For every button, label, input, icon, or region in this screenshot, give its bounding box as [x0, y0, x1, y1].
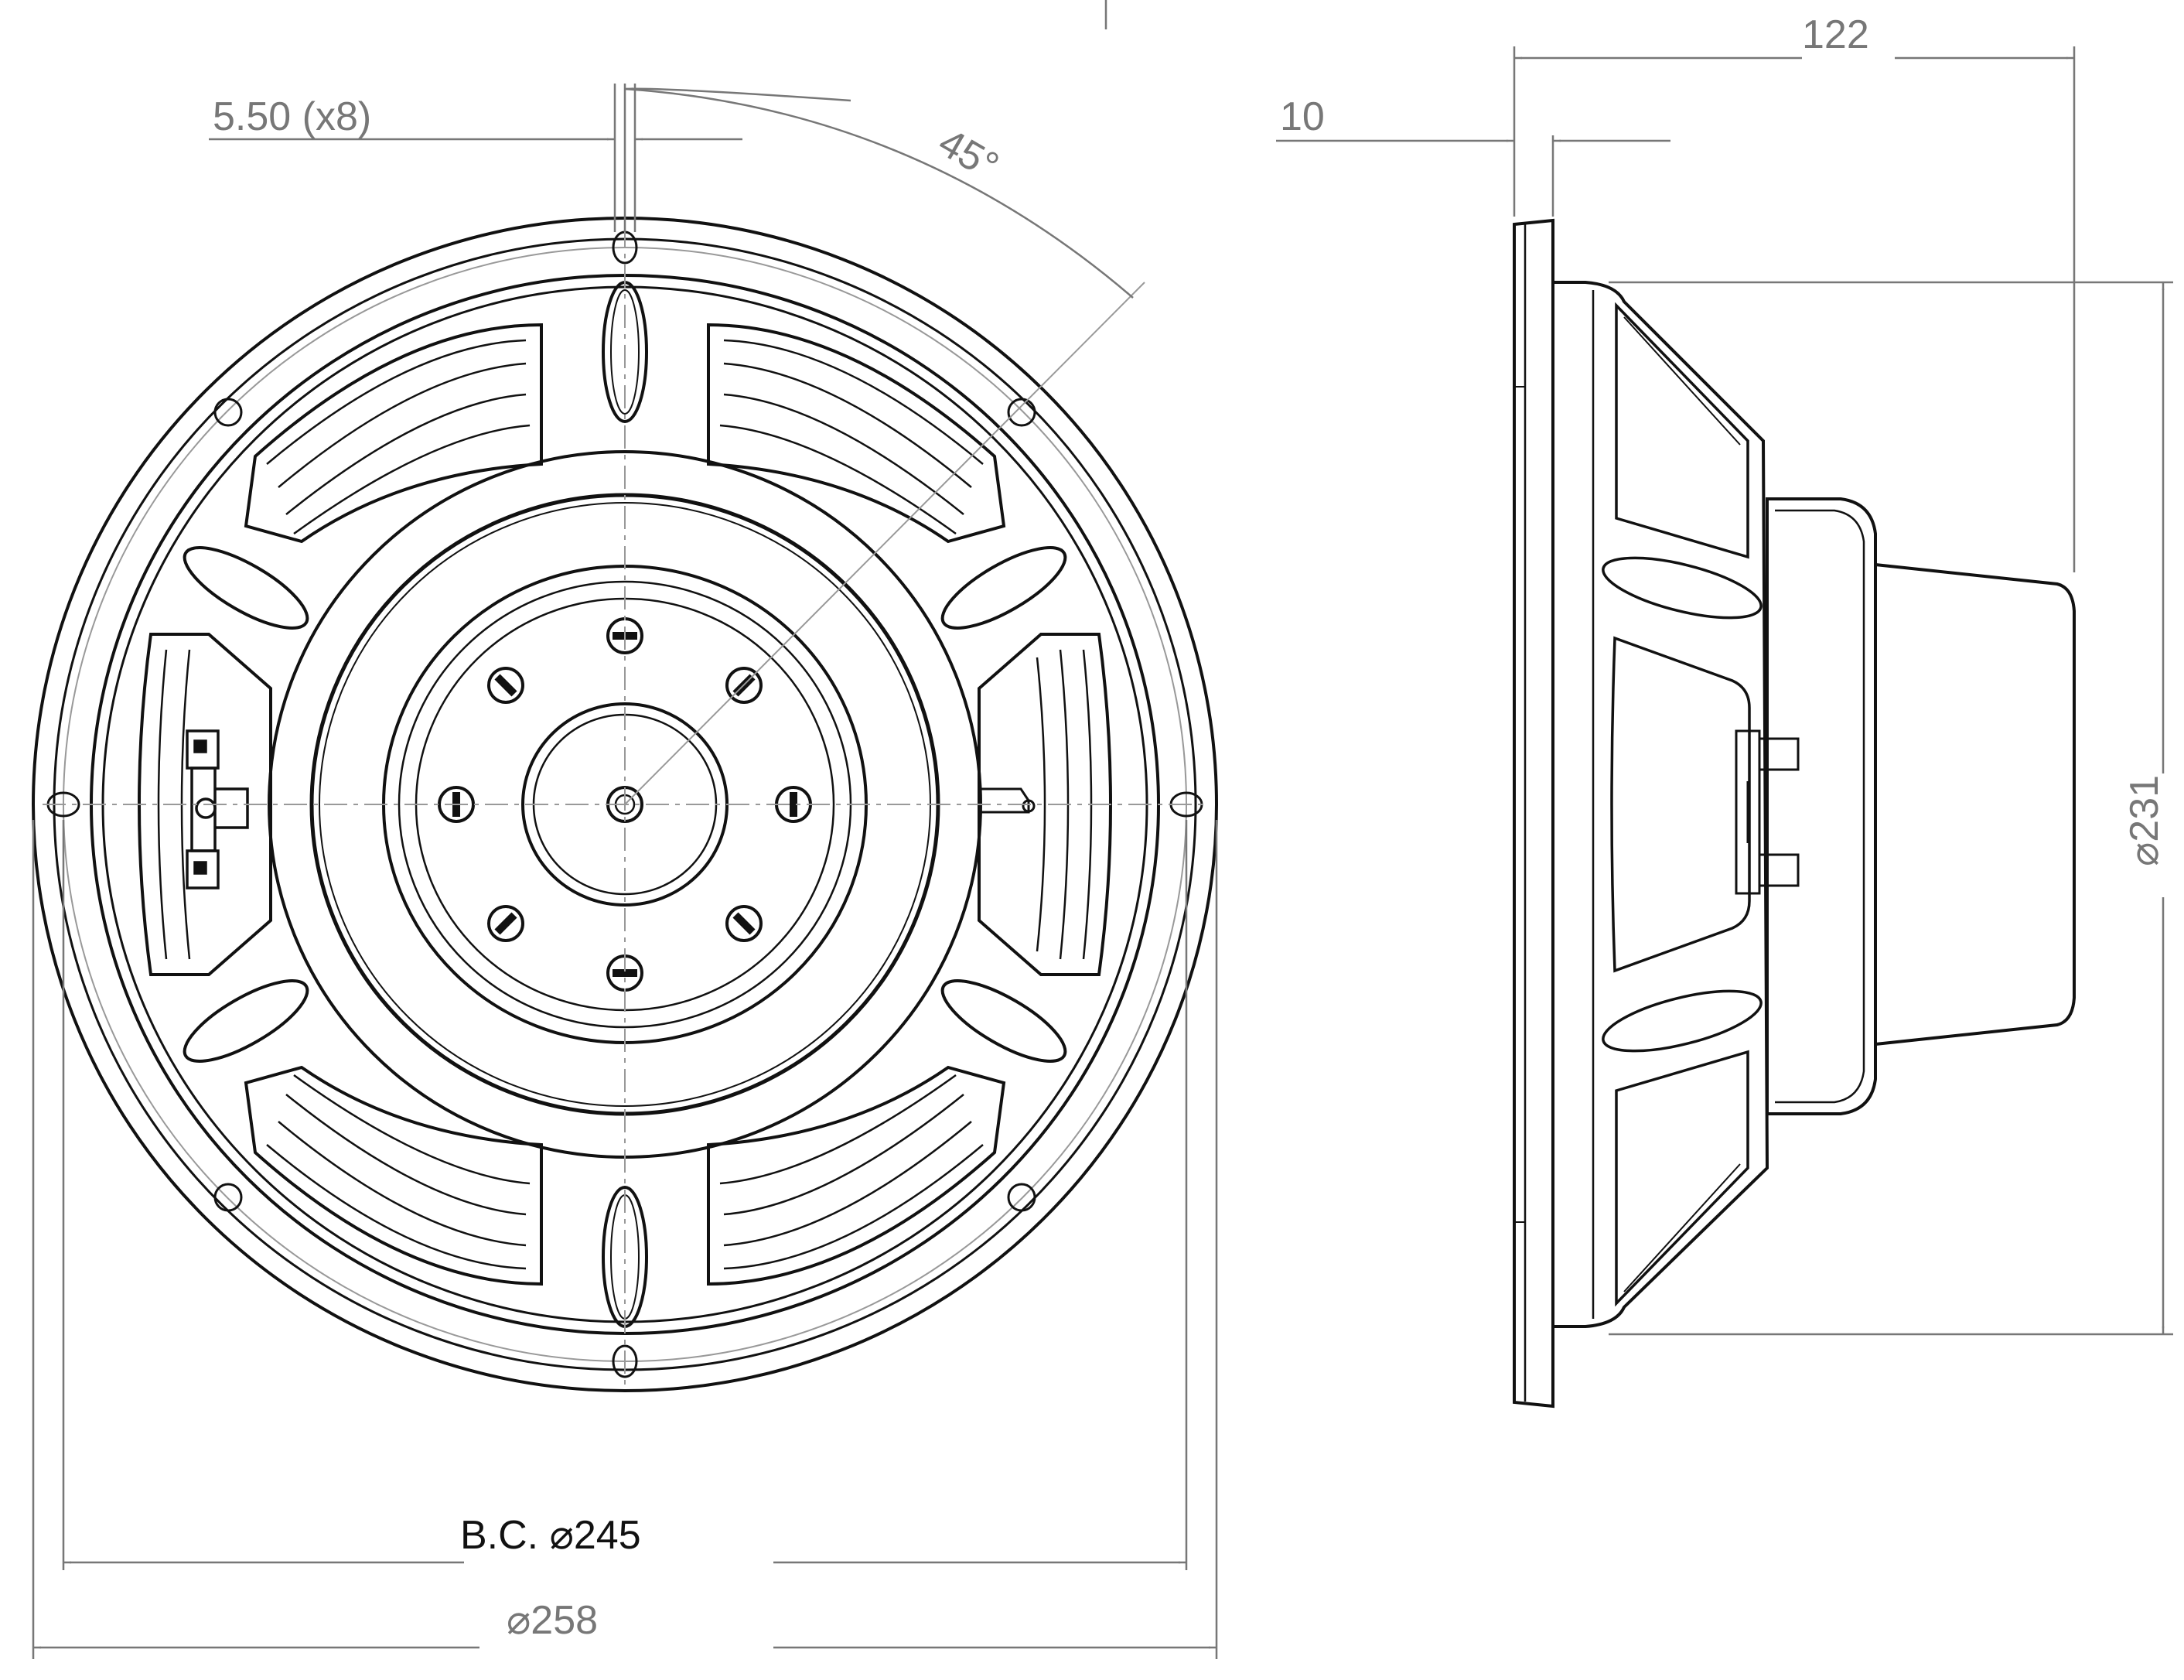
- magnet-side: [1766, 497, 1877, 1115]
- mounting-hole: [213, 398, 243, 427]
- outer-diameter-label: ⌀258: [507, 1598, 598, 1643]
- basket-windows: [138, 323, 1112, 1286]
- mounting-hole: [1007, 1183, 1036, 1212]
- mounting-hole: [612, 1344, 638, 1378]
- hole-size-label: 5.50 (x8): [213, 94, 371, 139]
- basket-side: [1553, 281, 1769, 1328]
- side-terminal: [1735, 729, 1800, 895]
- back-plate: [1875, 563, 2076, 1046]
- center-lines: [43, 224, 1207, 1385]
- flange-thickness-label: 10: [1280, 94, 1325, 139]
- mounting-hole: [1007, 398, 1036, 427]
- side-view: [1513, 218, 2076, 1409]
- mounting-hole: [213, 1183, 243, 1212]
- front-dimensions: [32, 84, 1218, 1659]
- hole-angle-label: 45°: [931, 120, 1006, 190]
- flange: [1513, 218, 1554, 1409]
- bolt-circle-label: B.C. ⌀245: [460, 1513, 641, 1558]
- front-view: [32, 217, 1218, 1392]
- total-depth-label: 122: [1802, 12, 1869, 57]
- terminal-block: [186, 729, 249, 890]
- side-dimensions: [1104, 0, 2173, 1336]
- right-tab: [979, 787, 1036, 814]
- basket-diameter-label: ⌀231: [2122, 775, 2167, 866]
